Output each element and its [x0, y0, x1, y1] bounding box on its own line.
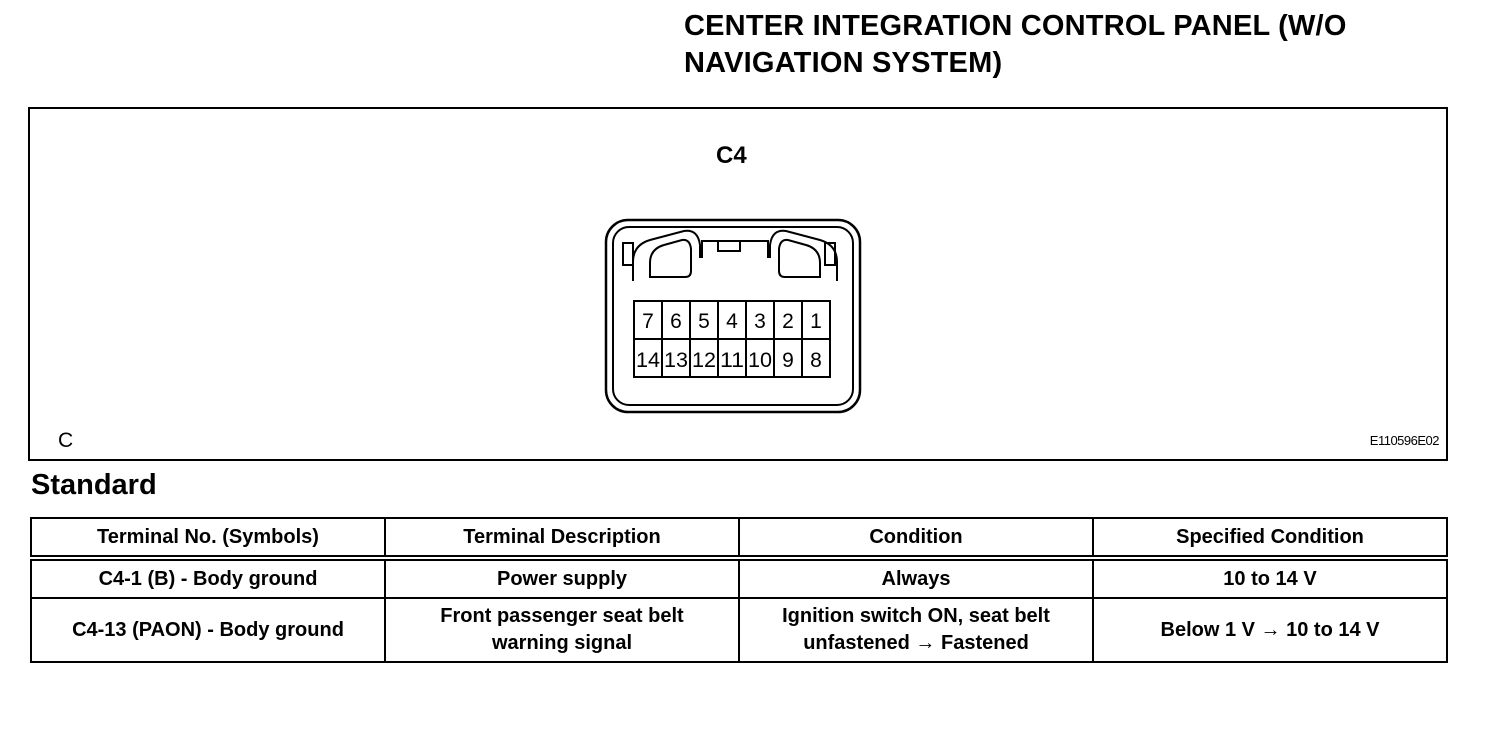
figure-id: E110596E02 [1369, 433, 1440, 448]
header-terminal-description: Terminal Description [384, 517, 740, 561]
connector-figure: C4 7 6 5 4 3 2 1 [28, 107, 1448, 461]
pin-label: 13 [664, 349, 688, 372]
header-specified-condition: Specified Condition [1092, 517, 1448, 561]
pin-label: 3 [754, 310, 766, 333]
connector-housing-inner [612, 226, 854, 406]
pin-label: 9 [782, 349, 794, 372]
left-lock-tab [622, 242, 634, 266]
connector-housing-outer [604, 218, 862, 414]
latch-left-lobe [649, 238, 692, 278]
cell-specified-condition: 10 to 14 V [1092, 557, 1448, 599]
cell-terminal-no: C4-13 (PAON) - Body ground [30, 597, 386, 663]
pin-label: 12 [692, 349, 716, 372]
standard-table: Terminal No. (Symbols) Terminal Descript… [30, 517, 1448, 663]
pin-label: 7 [642, 310, 654, 333]
table-header-row: Terminal No. (Symbols) Terminal Descript… [30, 517, 1448, 561]
header-condition: Condition [738, 517, 1094, 561]
cell-terminal-description: Front passenger seat belt warning signal [384, 597, 740, 663]
pin-label: 4 [726, 310, 738, 333]
page-title: CENTER INTEGRATION CONTROL PANEL (W/O NA… [684, 8, 1444, 82]
connector-label: C4 [716, 142, 747, 169]
cell-condition: Always [738, 557, 1094, 599]
connector-latch [632, 229, 838, 281]
pin-label: 8 [810, 349, 822, 372]
figure-corner-letter: C [58, 429, 74, 452]
pin-label: 14 [636, 349, 660, 372]
connector-diagram: 7 6 5 4 3 2 1 14 13 12 11 10 9 8 [604, 218, 862, 414]
section-heading: Standard [31, 469, 157, 501]
pin-label: 6 [670, 310, 682, 333]
latch-right-lobe [778, 238, 821, 278]
title-line-1: CENTER INTEGRATION CONTROL PANEL (W/O [684, 10, 1347, 42]
cell-condition: Ignition switch ON, seat belt unfastened… [738, 597, 1094, 663]
pin-label: 11 [720, 349, 744, 372]
cell-specified-condition: Below 1 V → 10 to 14 V [1092, 597, 1448, 663]
table-row: C4-1 (B) - Body ground Power supply Alwa… [30, 557, 1448, 599]
pin-label: 5 [698, 310, 710, 333]
pin-label: 1 [810, 310, 822, 333]
latch-center-slot [717, 240, 741, 252]
table-row: C4-13 (PAON) - Body ground Front passeng… [30, 597, 1448, 663]
pin-label: 2 [782, 310, 794, 333]
cell-terminal-description: Power supply [384, 557, 740, 599]
header-terminal-no: Terminal No. (Symbols) [30, 517, 386, 561]
title-line-2: NAVIGATION SYSTEM) [684, 47, 1003, 79]
pin-label: 10 [748, 349, 772, 372]
pin-grid: 7 6 5 4 3 2 1 14 13 12 11 10 9 8 [633, 300, 831, 378]
cell-terminal-no: C4-1 (B) - Body ground [30, 557, 386, 599]
